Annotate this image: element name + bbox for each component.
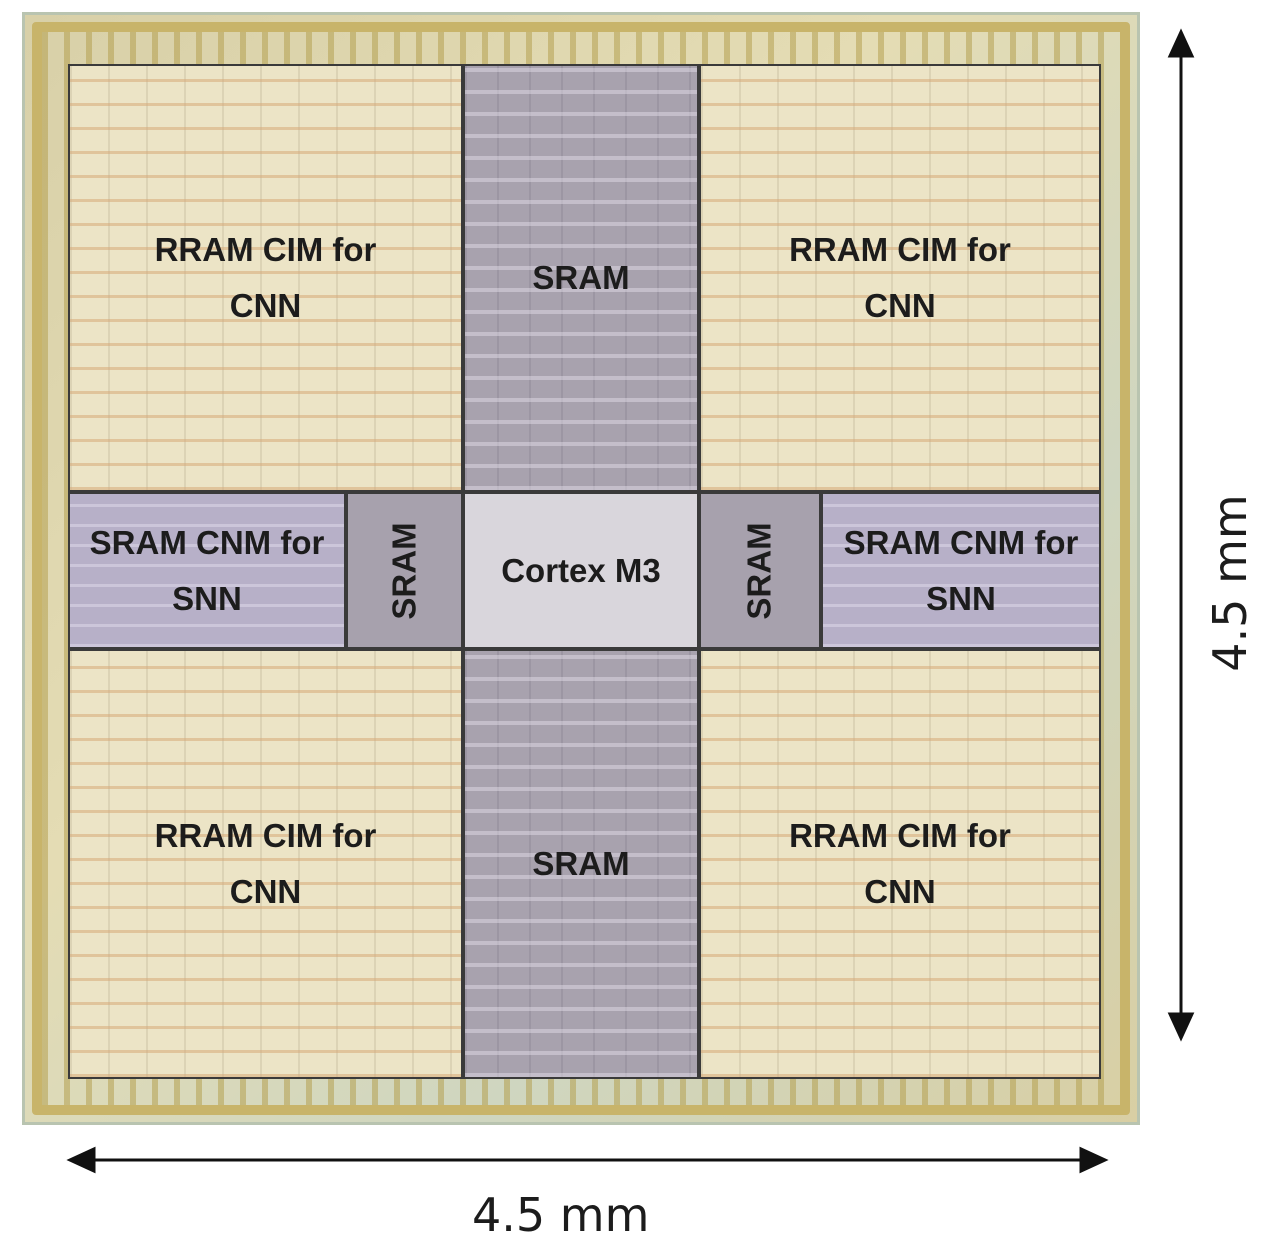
sram-bottom: SRAM bbox=[463, 649, 699, 1079]
sram-bottom-label: SRAM bbox=[532, 845, 630, 882]
sram-cnm-right: SRAM CNM for SNN bbox=[821, 492, 1101, 649]
cortex-m3: Cortex M3 bbox=[463, 492, 699, 649]
height-arrow bbox=[1167, 28, 1195, 1042]
sram-cnm-left: SRAM CNM for SNN bbox=[68, 492, 346, 649]
sram-right-side: SRAM bbox=[699, 492, 821, 649]
rram-cim-bottom-right-label: RRAM CIM for CNN bbox=[789, 817, 1011, 910]
rram-cim-top-left-label: RRAM CIM for CNN bbox=[154, 231, 377, 324]
rram-cim-top-right: RRAM CIM for CNN bbox=[699, 64, 1101, 492]
sram-top: SRAM bbox=[463, 64, 699, 492]
sram-left-side: SRAM bbox=[346, 492, 463, 649]
cortex-m3-label: Cortex M3 bbox=[501, 551, 661, 589]
rram-cim-bottom-right: RRAM CIM for CNN bbox=[699, 649, 1101, 1079]
width-dimension-label: 4.5 mm bbox=[472, 1188, 650, 1242]
height-dimension-label: 4.5 mm bbox=[1203, 494, 1257, 672]
width-arrow bbox=[66, 1146, 1109, 1174]
rram-cim-top-right-label: RRAM CIM for CNN bbox=[789, 231, 1011, 324]
sram-cnm-left-label: SRAM CNM for SNN bbox=[89, 523, 325, 617]
sram-top-label: SRAM bbox=[532, 259, 630, 296]
rram-cim-bottom-left-label: RRAM CIM for CNN bbox=[154, 817, 377, 910]
sram-cnm-right-label: SRAM CNM for SNN bbox=[843, 523, 1079, 617]
rram-cim-top-left: RRAM CIM for CNN bbox=[68, 64, 463, 492]
rram-cim-bottom-left: RRAM CIM for CNN bbox=[68, 649, 463, 1079]
